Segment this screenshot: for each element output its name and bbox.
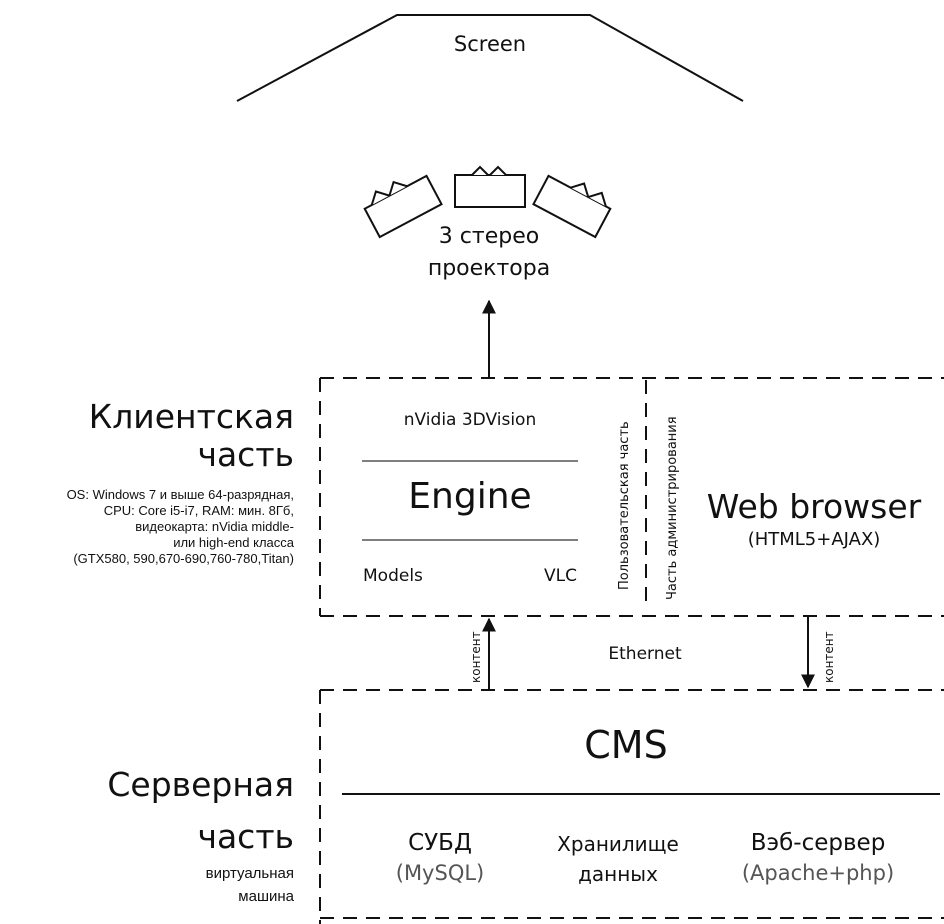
client-spec-line: (GTX580, 590,670-690,760-780,Titan) [73, 551, 294, 566]
ethernet-label: Ethernet [608, 644, 682, 664]
client-spec-line: OS: Windows 7 и выше 64-разрядная, [66, 487, 294, 502]
vm-label-line1: виртуальная [205, 865, 294, 882]
content-label-left: контент [469, 631, 483, 683]
admin-part-label: Часть администрирования [665, 416, 680, 600]
server-title-line1: Серверная [107, 765, 294, 804]
client-spec-line: CPU: Core i5-i7, RAM: мин. 8Гб, [103, 503, 294, 518]
storage-label-line1: Хранилище [557, 832, 679, 856]
client-spec-line: или high-end класса [173, 535, 294, 550]
browser-title: Web browser [706, 487, 922, 526]
projectors-label-line2: проектора [427, 256, 551, 281]
screen-outline [236, 14, 744, 102]
models-label: Models [363, 566, 423, 586]
browser-subtitle: (HTML5+AJAX) [747, 529, 881, 550]
dbms-label: СУБД [408, 830, 472, 856]
server-box [319, 689, 944, 924]
server-title-line2: часть [197, 817, 294, 856]
projectors-group [363, 165, 612, 239]
content-label-right: контент [822, 631, 836, 683]
projector-center [454, 165, 526, 208]
client-title-line2: часть [197, 435, 294, 474]
projectors-label-line1: 3 стерео [438, 224, 540, 249]
engine-label: Engine [408, 476, 532, 517]
vlc-label: VLC [544, 566, 577, 586]
client-specs: OS: Windows 7 и выше 64-разрядная, CPU: … [67, 487, 294, 567]
projector-left [363, 174, 443, 239]
screen-label: Screen [453, 32, 527, 56]
user-part-label: Пользовательская часть [617, 421, 632, 590]
webserver-label: Вэб-сервер [750, 830, 886, 856]
client-title-line1: Клиентская [88, 397, 294, 436]
webserver-sub-label: (Apache+php) [741, 861, 895, 885]
client-spec-line: видеокарта: nVidia middle- [135, 519, 294, 534]
vm-label-line2: машина [238, 888, 294, 905]
storage-label-line2: данных [578, 862, 658, 886]
dbms-sub-label: (MySQL) [395, 861, 485, 885]
cms-label: CMS [584, 723, 668, 767]
nvidia-label: nVidia 3DVision [403, 410, 537, 430]
projector-right [532, 174, 612, 239]
client-box [319, 377, 944, 617]
